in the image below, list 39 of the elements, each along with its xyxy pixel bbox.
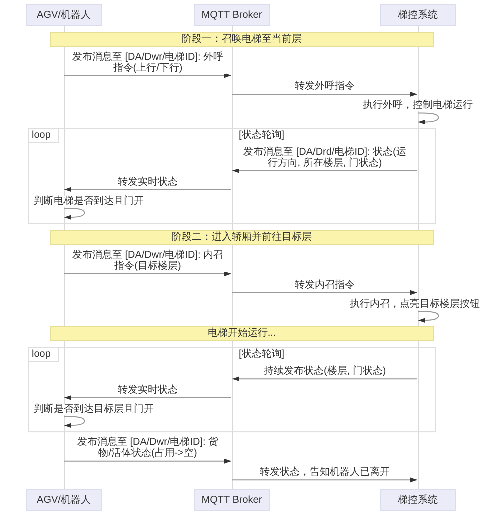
message-arrow	[232, 478, 418, 483]
message-label: 转发实时状态	[116, 384, 180, 396]
loop-label: loop	[29, 129, 59, 144]
self-message-arrow	[64, 208, 86, 220]
loop-condition: [状态轮询]	[237, 130, 287, 142]
participant-box: AGV/机器人	[26, 4, 102, 26]
message-label: 判断是否到达目标层且门开	[32, 404, 156, 415]
message-arrow	[232, 376, 418, 382]
message-arrow	[64, 272, 232, 276]
message-arrow	[232, 168, 418, 174]
message-label: 持续发布状态(楼层, 门状态)	[262, 366, 388, 378]
participant-box: MQTT Broker	[194, 4, 270, 26]
message-arrow	[232, 92, 418, 97]
participant-box: 梯控系统	[380, 4, 456, 26]
message-label: 判断电梯是否到达且门开	[32, 196, 146, 207]
message-arrow	[64, 458, 232, 464]
message-arrow	[64, 187, 232, 192]
message-label: 执行内召，点亮目标楼层按钮	[348, 298, 482, 310]
participant-box: 梯控系统	[380, 489, 456, 511]
message-label: 转发外呼指令	[293, 81, 357, 92]
self-message-arrow	[64, 416, 86, 428]
participant-box: MQTT Broker	[194, 489, 270, 511]
message-arrow	[232, 290, 418, 296]
message-label: 发布消息至 [DA/Dwr/电梯ID]: 内召指令(目标楼层)	[70, 250, 226, 272]
message-label: 转发实时状态	[116, 176, 180, 188]
message-label: 执行外呼，控制电梯运行	[361, 100, 475, 112]
self-message-arrow	[418, 112, 440, 125]
loop-label: loop	[29, 348, 59, 362]
participant-box: AGV/机器人	[26, 489, 102, 511]
message-label: 发布消息至 [DA/Dwr/电梯ID]: 外呼指令(上行/下行)	[70, 52, 226, 74]
note-band: 阶段一：召唤电梯至当前层	[50, 32, 434, 47]
note-band: 电梯开始运行...	[50, 326, 434, 342]
message-arrow	[64, 73, 232, 78]
note-band: 阶段二：进入轿厢并前往目标层	[50, 230, 434, 246]
message-label: 转发内召指令	[293, 280, 357, 291]
message-label: 转发状态，告知机器人已离开	[258, 467, 392, 478]
message-arrow	[64, 395, 232, 400]
self-message-arrow	[418, 311, 440, 324]
loop-condition: [状态轮询]	[237, 349, 287, 360]
